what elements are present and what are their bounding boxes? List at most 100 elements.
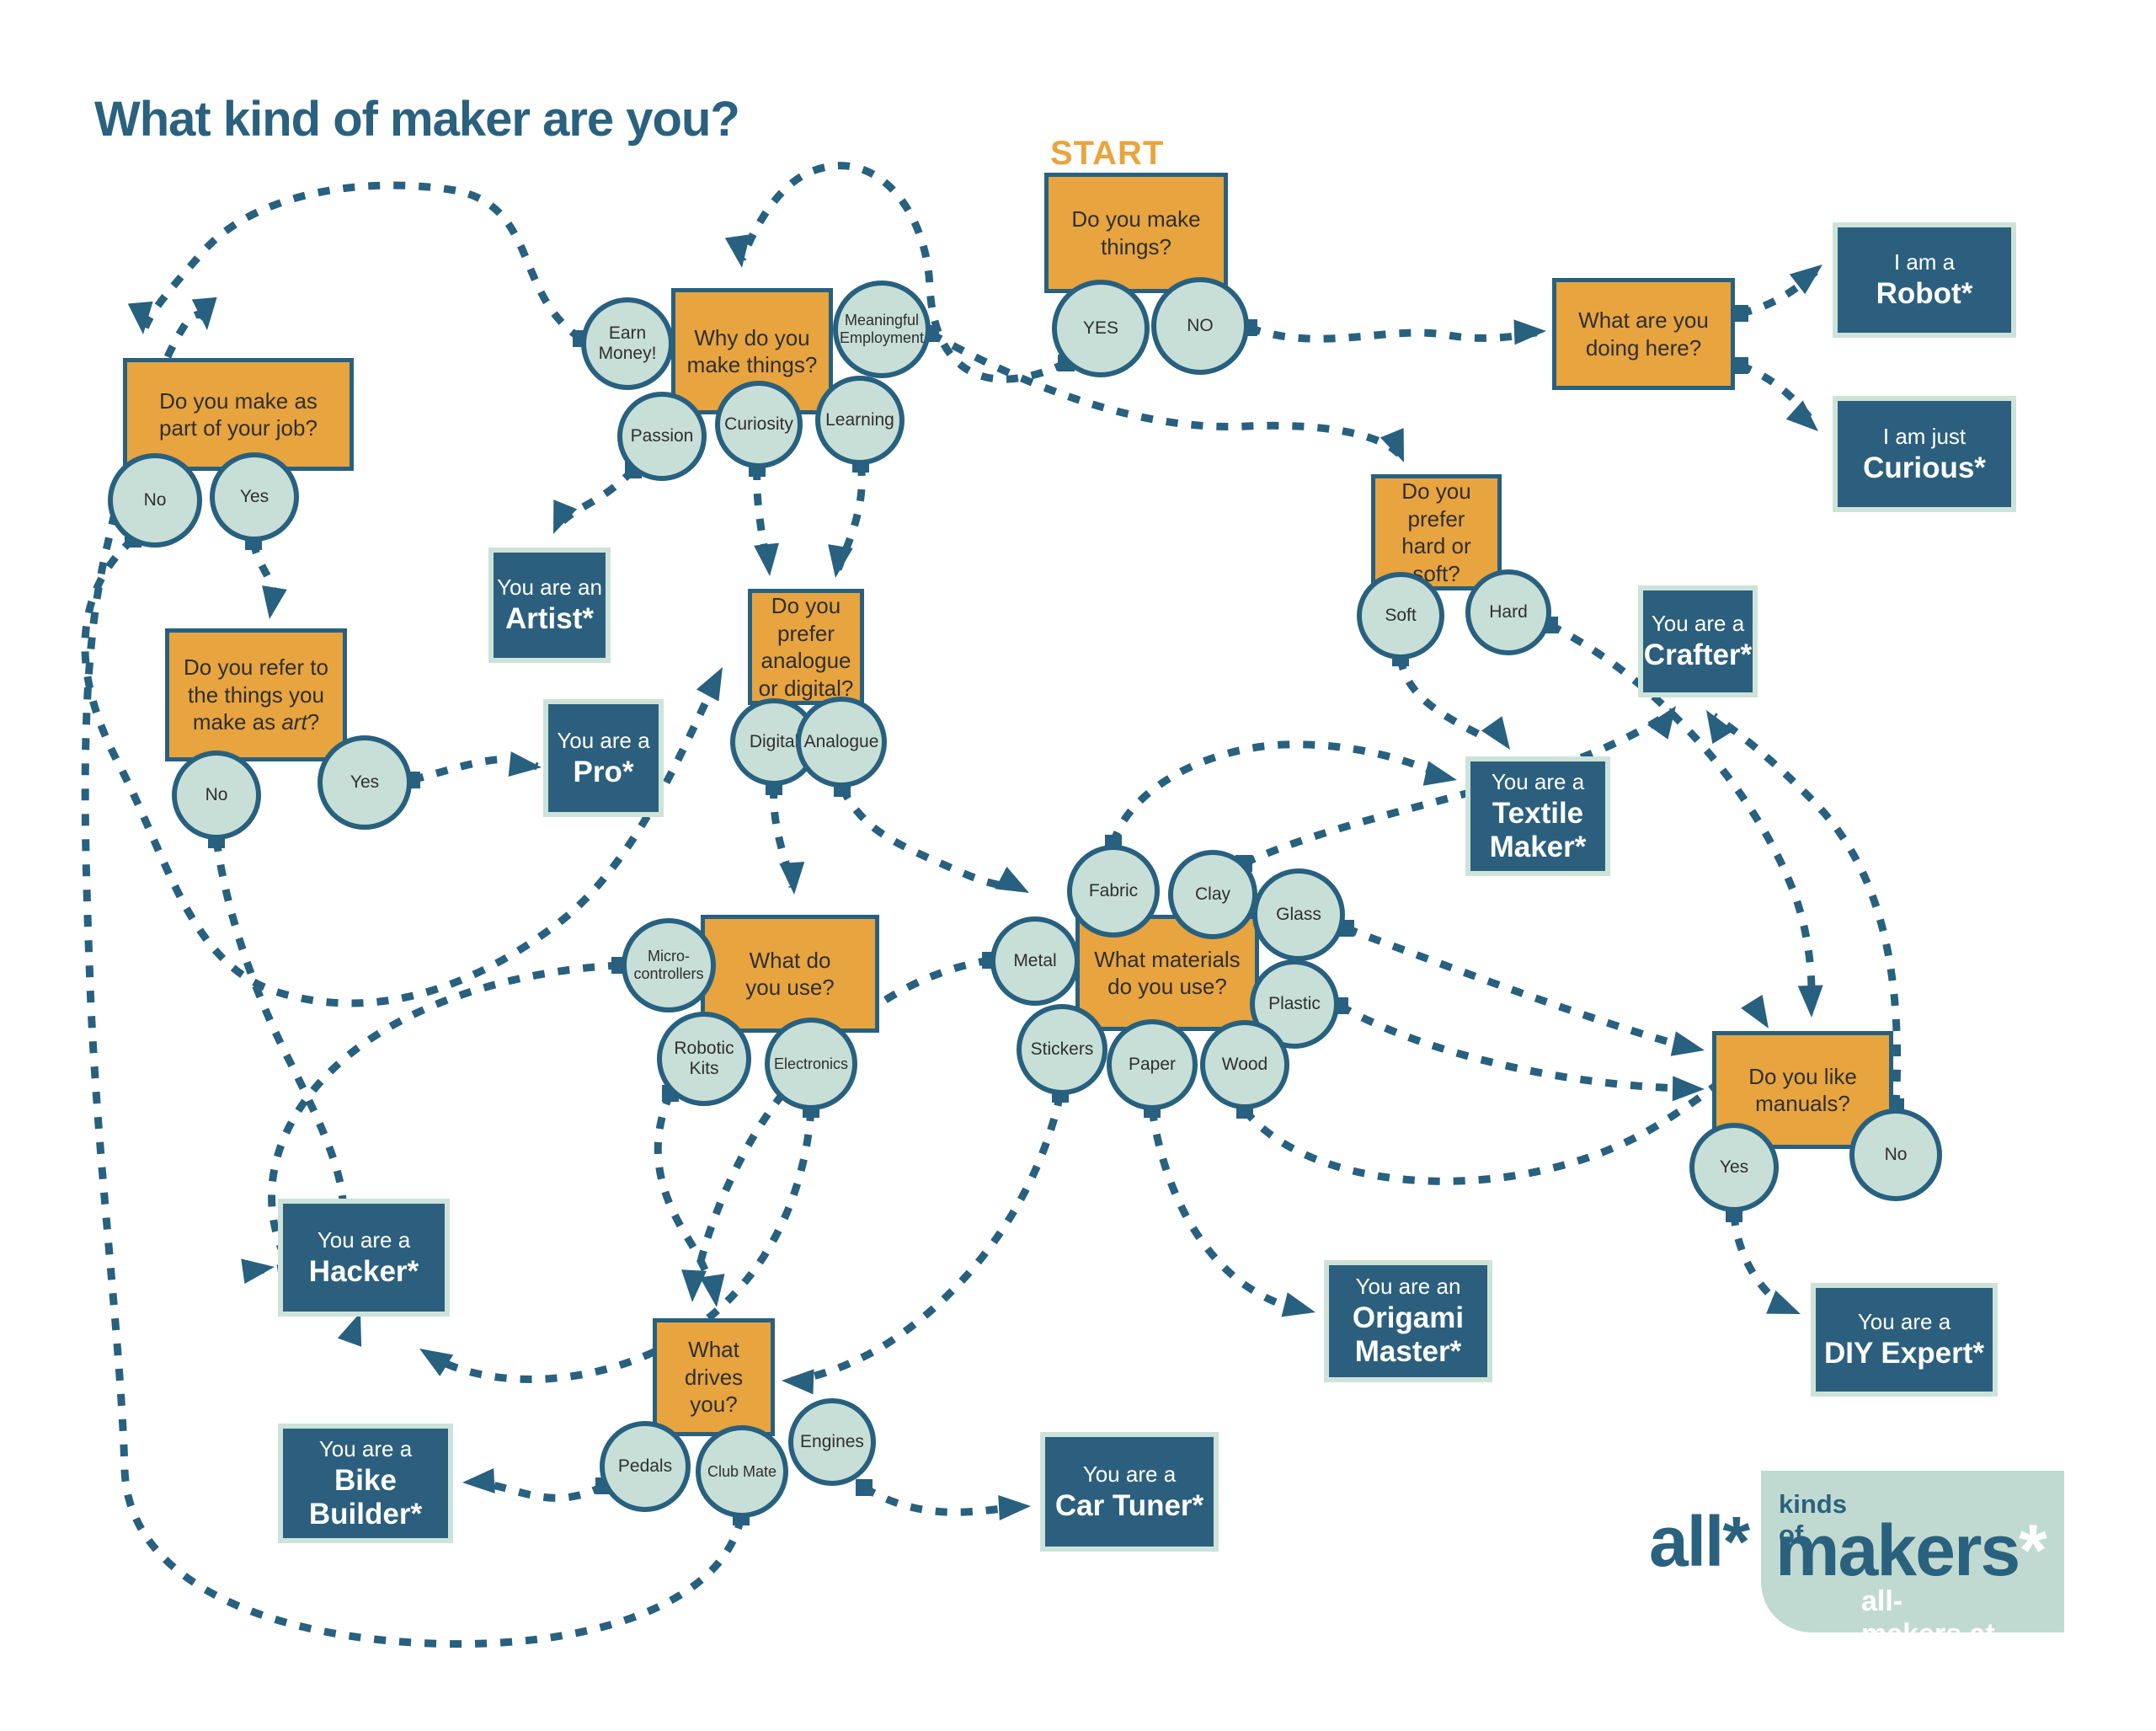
answer-hard: Hard [1465, 569, 1551, 655]
plug-doing-here [1732, 357, 1748, 374]
result-intro: I am just [1882, 423, 1967, 449]
connector-yes-things-to-why-make [738, 162, 1068, 383]
answer-label: Meaningful [844, 312, 920, 329]
answer-pedals: Pedals [600, 1421, 691, 1512]
question-text-line: the things you [188, 681, 324, 708]
answer-label: Electronics [773, 1055, 849, 1072]
question-text-line: What are you [1578, 307, 1709, 333]
answer-label: Micro- [648, 948, 690, 965]
answer-label: Soft [1385, 605, 1417, 625]
answer-label: Passion [630, 425, 694, 446]
answer-glass: Glass [1252, 868, 1345, 961]
question-text-line: analogue [760, 648, 851, 673]
answer-label: Yes [350, 772, 380, 792]
answer-label: Pedals [617, 1456, 673, 1476]
question-text-line: doing here? [1585, 334, 1702, 361]
connector-earn-money-to-job [141, 181, 584, 342]
answer-analogue: Analogue [796, 697, 887, 788]
result-intro: You are a [1082, 1461, 1177, 1487]
answer-no-things: NO [1151, 277, 1249, 375]
arrowhead-robot [1789, 264, 1822, 295]
question-text-line: Do you prefer [1401, 478, 1471, 532]
arrowhead-diy [1766, 1290, 1801, 1314]
answer-label: Learning [825, 409, 894, 430]
answer-label: No [1884, 1144, 1908, 1164]
answer-label: Money! [598, 344, 657, 363]
question-text-line: make as art? [192, 709, 320, 735]
arrowhead-job [191, 297, 217, 330]
answer-label: Robotic [674, 1038, 734, 1058]
logo-star-icon: * [2019, 1510, 2047, 1591]
result-name: Car Tuner* [1054, 1488, 1204, 1522]
connector-electronics-to-hacker [431, 1109, 815, 1383]
result-name: Hacker* [308, 1254, 419, 1288]
result-name: Bike Builder* [308, 1463, 423, 1531]
result-name: Pro* [573, 755, 634, 788]
result-intro: You are an [1355, 1274, 1461, 1300]
arrowhead-analog-digital [828, 544, 853, 578]
answer-clay: Clay [1168, 850, 1257, 939]
arrowhead-materials [995, 866, 1029, 893]
connector-fabric-to-textile [1109, 740, 1444, 845]
plug-doing-here [1732, 305, 1748, 322]
result-name: Artist* [504, 602, 595, 636]
question-text-line: or digital? [758, 675, 854, 701]
result-intro: You are a [1857, 1309, 1951, 1335]
arrowhead-origami [1281, 1292, 1315, 1317]
answer-label: Kits [689, 1059, 719, 1078]
result-intro: You are a [317, 1226, 411, 1253]
arrowhead-curious [1785, 400, 1818, 431]
connector-soft-to-textile [1396, 657, 1492, 743]
answer-plastic: Plastic [1250, 959, 1339, 1049]
arrowhead-analog-digital [696, 667, 723, 702]
connector-hard-to-manuals [1548, 621, 1816, 1008]
arrowhead-crafter [1646, 706, 1676, 740]
result-name: Robot* [1876, 277, 1973, 311]
arrowhead-textile [1481, 716, 1510, 750]
answer-label: Wood [1221, 1054, 1268, 1074]
answer-label: Employment [839, 329, 925, 346]
question-text-line: you use? [745, 975, 835, 1000]
question-text-line: do you use? [1107, 974, 1227, 999]
connector-yes-manuals-to-diy [1730, 1213, 1789, 1312]
result-name: Textile [1492, 796, 1584, 830]
answer-label: Yes [239, 486, 270, 506]
arrowhead-manuals [1741, 994, 1769, 1028]
answer-fabric: Fabric [1067, 845, 1160, 938]
question-text-line: make things? [686, 352, 818, 377]
answer-label: No [143, 489, 167, 510]
plug-engines [856, 1479, 873, 1496]
connector-paper-to-origami [1148, 1109, 1305, 1315]
connector-analogue-to-materials [839, 786, 1008, 890]
result-name: Origami [1352, 1301, 1465, 1335]
logo-url: all-makers.at [1861, 1585, 1995, 1650]
logo-makers: makers* [1775, 1510, 2047, 1591]
connector-wood-to-manuals [1241, 1034, 1769, 1185]
start-label: START [1050, 135, 1165, 172]
answer-no-job: No [108, 453, 202, 548]
answer-label: NO [1187, 315, 1214, 335]
result-name: DIY Expert* [1824, 1337, 1984, 1370]
answer-passion: Passion [617, 392, 707, 481]
arrowhead-crafter [1706, 710, 1734, 745]
answer-curiosity: Curiosity [715, 381, 803, 468]
connector-no-manuals-to-crafter [1711, 713, 1902, 1108]
question-text-line: What drives [684, 1337, 744, 1390]
answer-label: Club Mate [707, 1462, 777, 1480]
